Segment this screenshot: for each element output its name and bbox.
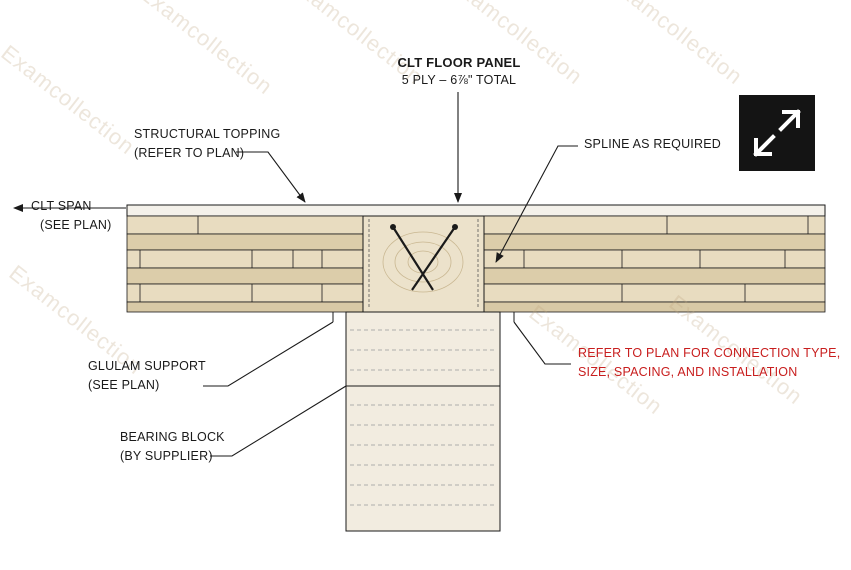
spline-block (362, 215, 485, 313)
glulam-label-line2: (SEE PLAN) (88, 378, 160, 392)
connection-note-line1: REFER TO PLAN FOR CONNECTION TYPE, (578, 346, 841, 360)
glulam-label-line1: GLULAM SUPPORT (88, 359, 206, 373)
panel-title: CLT FLOOR PANEL (397, 55, 521, 70)
connection-note-line2: SIZE, SPACING, AND INSTALLATION (578, 365, 798, 379)
clt-panel-right (483, 215, 826, 313)
crossed-screws-icon (390, 224, 458, 291)
panel-subtitle: 5 PLY – 6⅞" TOTAL (401, 73, 517, 87)
expand-button[interactable] (739, 95, 815, 171)
spline-label: SPLINE AS REQUIRED (584, 137, 721, 151)
span-label-line2: (SEE PLAN) (40, 218, 112, 232)
topping-label-line2: (REFER TO PLAN) (134, 146, 245, 160)
bearing-label-line2: (BY SUPPLIER) (120, 449, 213, 463)
topping-label-line1: STRUCTURAL TOPPING (134, 127, 281, 141)
expand-arrows-icon (753, 109, 801, 157)
span-label-line1: CLT SPAN (31, 199, 92, 213)
structural-topping (126, 204, 826, 217)
glulam-support (345, 311, 501, 532)
clt-panel-left (126, 215, 364, 313)
bearing-label-line1: BEARING BLOCK (120, 430, 225, 444)
leader-lines (13, 92, 578, 457)
